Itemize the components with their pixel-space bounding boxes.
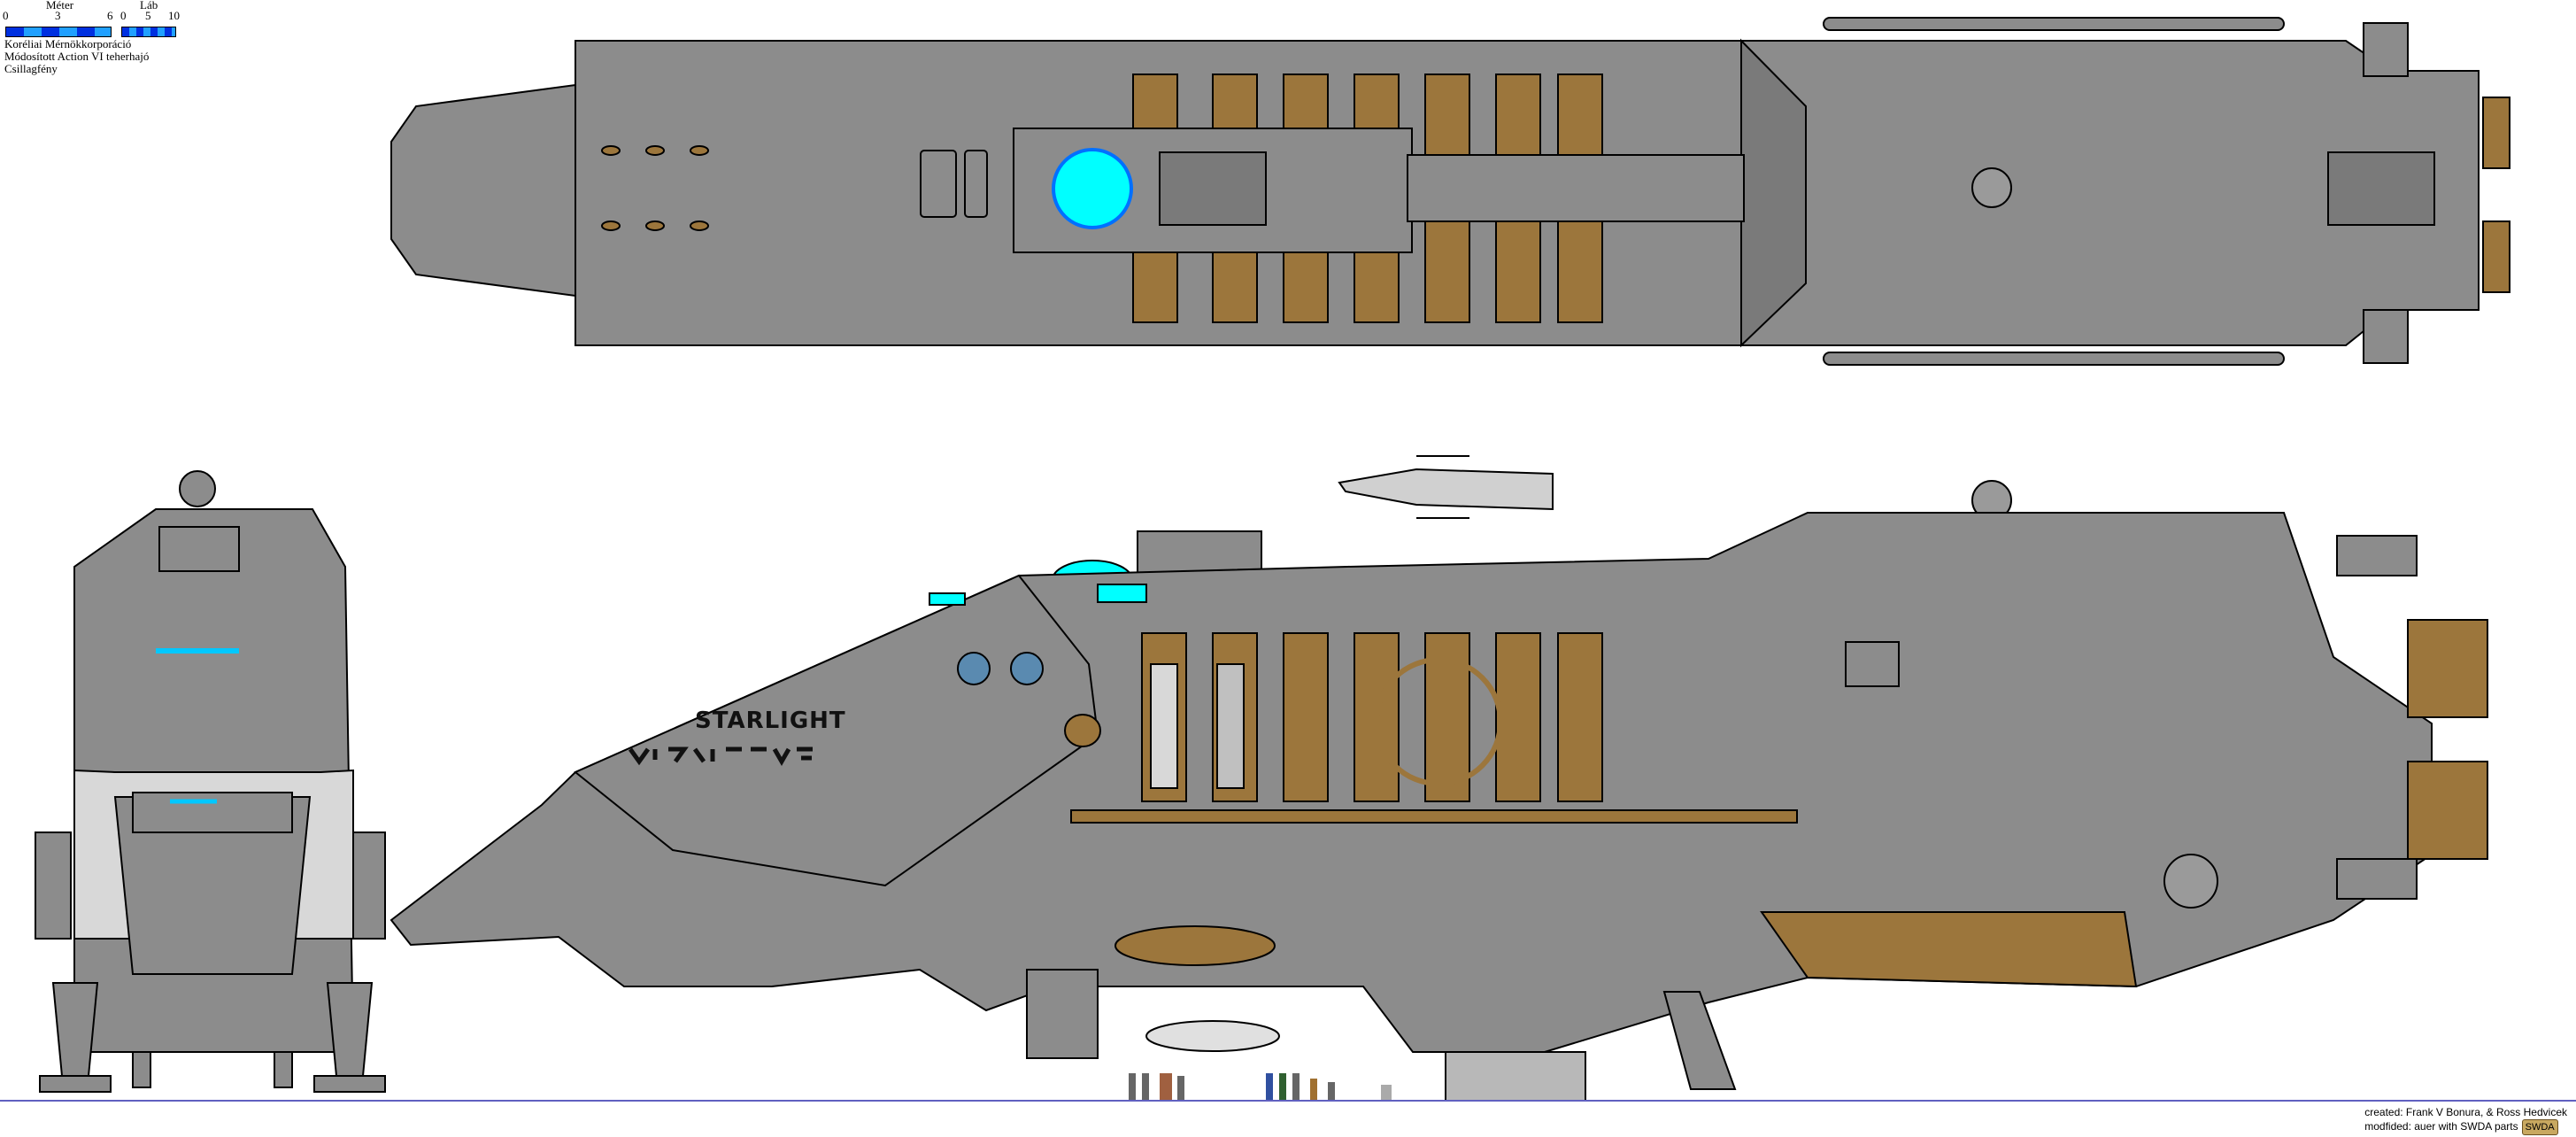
top-nose: [390, 83, 576, 298]
credits: created: Frank V Bonura, & Ross Hedvicek…: [2364, 1105, 2567, 1135]
top-rear-panel: [1740, 38, 1807, 348]
side-docking-ring: [1374, 657, 1503, 786]
side-rear-leg: [1662, 991, 1737, 1090]
foot-tick: 0: [120, 9, 127, 22]
credits-created: created: Frank V Bonura, & Ross Hedvicek: [2364, 1106, 2567, 1118]
meter-tick: 0: [3, 9, 9, 22]
side-window: [1097, 584, 1147, 603]
meter-tick: 6: [107, 9, 113, 22]
credits-modified: modfided: auer with SWDA parts: [2364, 1120, 2518, 1133]
xwing-fighter: [1338, 468, 1554, 511]
meter-scale-label: Méter: [46, 0, 74, 12]
side-cargo-rail: [1070, 809, 1798, 824]
front-landing-legs: [39, 982, 386, 1093]
ship-name-text: Csillagfény: [4, 62, 58, 75]
model-text: Módosított Action VI teherhajó: [4, 50, 150, 63]
top-rear-turret: [1971, 167, 2012, 208]
top-engine-pods: [2363, 22, 2409, 364]
foot-scale-bar: [121, 27, 176, 37]
side-forward-leg: [1026, 969, 1099, 1059]
top-turret-front: [1159, 151, 1267, 226]
side-window: [929, 592, 966, 606]
swda-badge: SWDA: [2521, 1119, 2558, 1135]
side-top-turret: [1137, 530, 1262, 576]
aurebesh-marking: [628, 746, 813, 767]
speeder-vehicle: [1145, 1020, 1280, 1052]
side-light-panel: [1150, 663, 1178, 789]
top-rail-upper: [1823, 17, 2285, 31]
side-cargo-block: [1445, 1051, 1586, 1102]
foot-scale-label: Láb: [140, 0, 158, 12]
foot-tick: 10: [168, 9, 180, 22]
manufacturer-text: Koréliai Mérnökkorporáció: [4, 37, 132, 50]
top-view: [390, 17, 2510, 366]
hull-name-marking: STARLIGHT: [695, 708, 846, 734]
top-rail-lower: [1823, 352, 2285, 366]
side-hatch-wheel: [2163, 854, 2218, 909]
top-dome-window: [1052, 148, 1133, 229]
front-view: [35, 470, 386, 1093]
top-turret-rear: [2327, 151, 2435, 226]
side-view: [389, 455, 2488, 1102]
top-rear-hull: [1740, 40, 2480, 346]
front-top-turret: [179, 470, 216, 507]
foot-tick: 5: [145, 9, 151, 22]
scale-legend: Méter 0 3 6 Láb 0 5 10 Koréliai Mérnökko…: [0, 0, 195, 80]
side-engine-pods: [2336, 535, 2418, 900]
meter-tick: 3: [55, 9, 61, 22]
meter-scale-bar: [5, 27, 112, 37]
scale-figures: [1129, 1073, 1392, 1100]
